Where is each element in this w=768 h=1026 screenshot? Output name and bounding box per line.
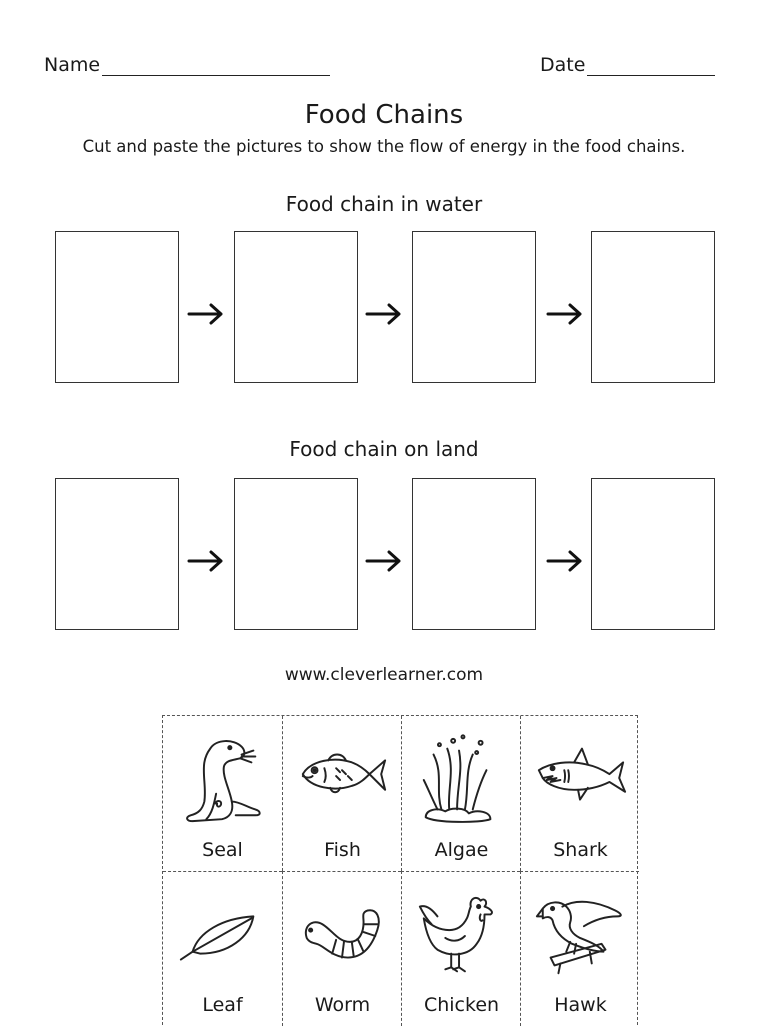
- arrow-right-icon: [187, 550, 223, 572]
- chain-land-box-1[interactable]: [55, 478, 179, 630]
- chain-land-box-2[interactable]: [234, 478, 358, 630]
- cutout-label: Hawk: [554, 994, 607, 1016]
- algae-icon: [422, 734, 492, 823]
- name-line[interactable]: [102, 55, 331, 76]
- chain-water-box-2[interactable]: [234, 231, 358, 383]
- cutout-label: Chicken: [423, 994, 500, 1016]
- seal-icon: [186, 740, 261, 823]
- cutout-hawk[interactable]: Hawk: [520, 871, 639, 1026]
- arrow-right-icon: [187, 303, 223, 325]
- cutout-seal[interactable]: Seal: [163, 716, 282, 871]
- instructions-text: Cut and paste the pictures to show the f…: [82, 137, 686, 156]
- cutout-label: Shark: [553, 839, 608, 861]
- cutout-algae[interactable]: Algae: [401, 716, 520, 871]
- worm-icon: [304, 909, 380, 959]
- arrow-right-icon: [365, 303, 401, 325]
- chain-water-box-3[interactable]: [412, 231, 536, 383]
- hawk-icon: [535, 900, 622, 975]
- chicken-icon: [418, 896, 493, 973]
- cutout-label: Algae: [434, 839, 489, 861]
- cutout-grid: Seal Fish: [162, 715, 639, 1026]
- chain-water-box-4[interactable]: [591, 231, 715, 383]
- arrow-right-icon: [365, 550, 401, 572]
- cutout-shark[interactable]: Shark: [520, 716, 639, 871]
- chain-water-title: Food chain in water: [285, 192, 483, 216]
- cutout-label: Worm: [314, 994, 371, 1016]
- chain-water-box-1[interactable]: [55, 231, 179, 383]
- page-title: Food Chains: [304, 100, 464, 130]
- date-line[interactable]: [587, 55, 716, 76]
- cutout-label: Fish: [324, 839, 361, 861]
- name-label: Name: [44, 54, 101, 76]
- chain-land-box-3[interactable]: [412, 478, 536, 630]
- chain-land-box-4[interactable]: [591, 478, 715, 630]
- website-url: www.cleverlearner.com: [284, 665, 484, 685]
- cutout-worm[interactable]: Worm: [282, 871, 401, 1026]
- leaf-icon: [179, 915, 255, 961]
- shark-icon: [537, 747, 627, 801]
- date-label: Date: [540, 54, 586, 76]
- date-field[interactable]: Date: [540, 54, 716, 76]
- fish-icon: [301, 753, 387, 794]
- cutout-chicken[interactable]: Chicken: [401, 871, 520, 1026]
- cutout-label: Leaf: [202, 994, 243, 1016]
- name-field[interactable]: Name: [44, 54, 331, 76]
- arrow-right-icon: [546, 550, 582, 572]
- cutout-label: Seal: [202, 839, 243, 861]
- cutout-fish[interactable]: Fish: [282, 716, 401, 871]
- cutout-leaf[interactable]: Leaf: [163, 871, 282, 1026]
- arrow-right-icon: [546, 303, 582, 325]
- chain-land-title: Food chain on land: [289, 437, 479, 461]
